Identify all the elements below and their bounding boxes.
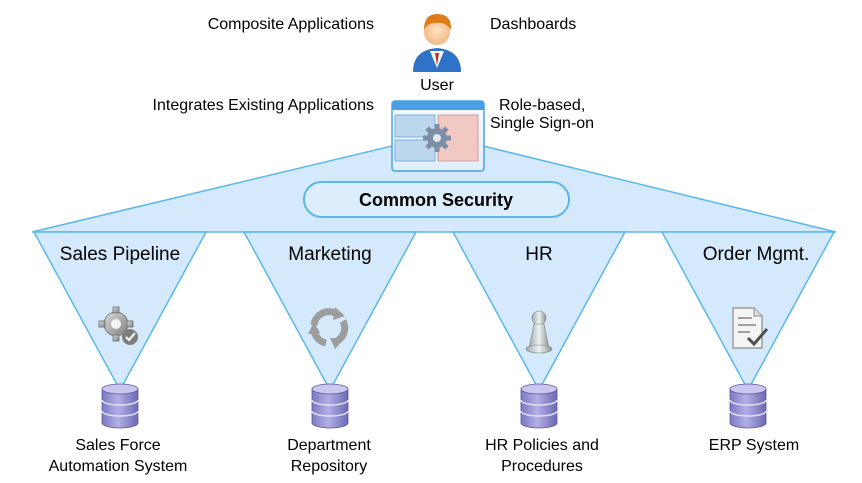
dashboards-label: Dashboards	[490, 16, 577, 33]
user-icon	[413, 14, 461, 72]
common-security-label: Common Security	[358, 190, 514, 210]
system-label-erp: ERP System	[654, 435, 854, 456]
system-label-line: Procedures	[501, 458, 583, 475]
column-title-sales-pipeline: Sales Pipeline	[59, 244, 181, 265]
security-pill	[303, 181, 570, 218]
funnel-sales-pipeline	[32, 231, 208, 392]
database-icon-hr-policies	[520, 383, 558, 429]
system-label-hr-policies: HR Policies and Procedures	[442, 435, 642, 477]
system-label-department: Department Repository	[229, 435, 429, 477]
system-label-line: Automation System	[48, 458, 188, 475]
database-icon-erp	[729, 383, 767, 429]
system-label-line: HR Policies and	[485, 437, 599, 454]
role-based-label: Role-based,	[499, 97, 586, 114]
gears-check-icon	[98, 306, 138, 345]
system-label-line: ERP System	[708, 437, 800, 454]
column-title-order-mgmt: Order Mgmt.	[702, 244, 810, 265]
system-label-line: Department	[287, 437, 371, 454]
column-title-hr: HR	[525, 244, 553, 265]
user-label: User	[420, 77, 454, 94]
system-label-sales-force: Sales Force Automation System	[18, 435, 218, 477]
system-label-line: Repository	[290, 458, 368, 475]
pawn-icon	[525, 310, 553, 354]
database-icon-department	[311, 383, 349, 429]
composite-applications-label: Composite Applications	[207, 16, 374, 33]
document-check-icon	[732, 307, 769, 349]
integrates-label: Integrates Existing Applications	[152, 97, 374, 114]
cycle-arrows-icon	[308, 307, 349, 349]
database-icon-sales-force	[101, 383, 139, 429]
single-sign-on-label: Single Sign-on	[490, 115, 595, 132]
application-window-icon	[391, 100, 485, 172]
system-label-line: Sales Force	[75, 437, 161, 454]
column-title-marketing: Marketing	[288, 244, 372, 265]
